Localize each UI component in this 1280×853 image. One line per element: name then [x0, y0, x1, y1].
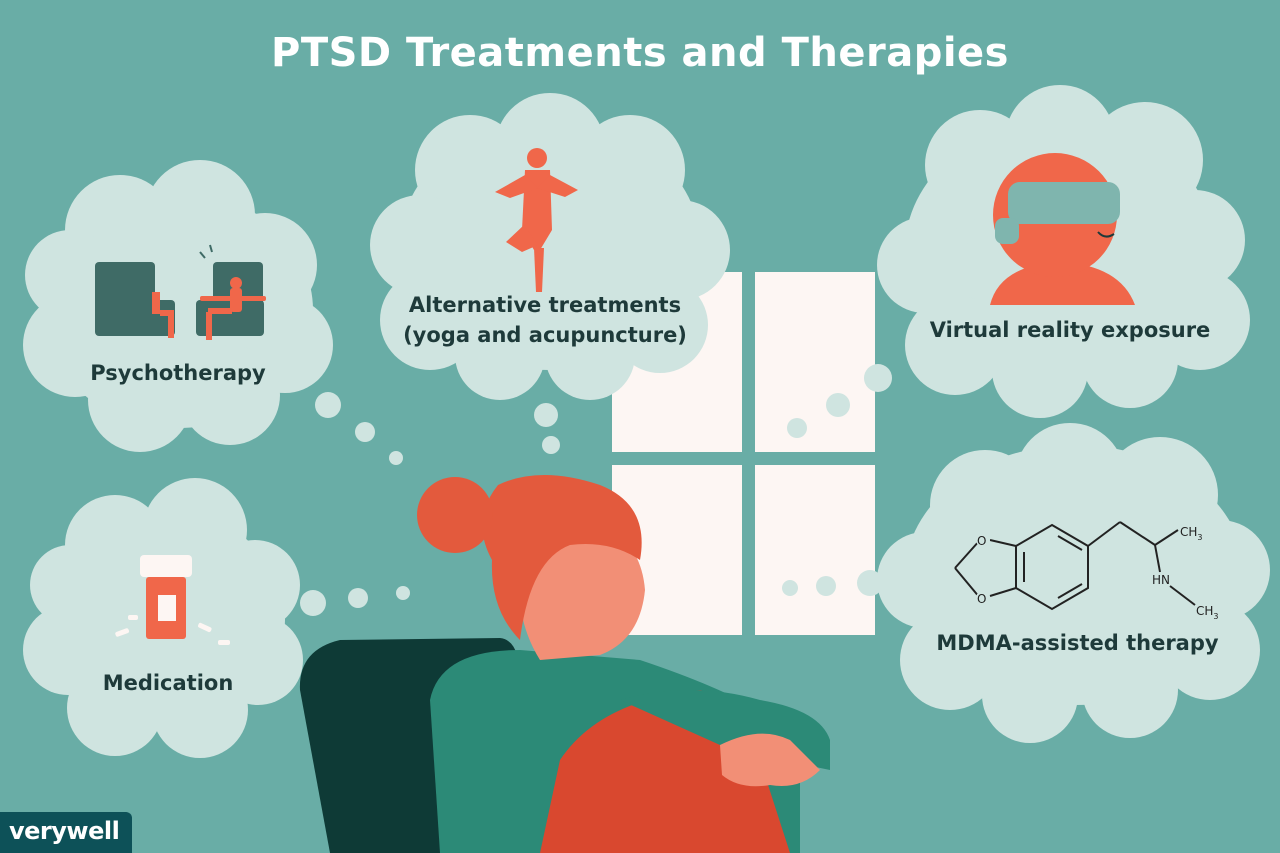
pill-bottle-icon [115, 555, 230, 645]
brand-logo-text: verywell [9, 817, 120, 845]
ch3-bottom-label: CH3 [1196, 604, 1219, 621]
cloud-alternative [370, 93, 730, 400]
psychotherapy-label: Psychotherapy [90, 361, 266, 385]
brand-logo: verywell [0, 812, 132, 853]
cloud-psychotherapy [23, 160, 333, 452]
oxygen-top: O [977, 534, 986, 548]
page-title: PTSD Treatments and Therapies [271, 30, 1009, 76]
virtual-reality-label: Virtual reality exposure [929, 318, 1211, 342]
woman-figure [417, 475, 830, 853]
medication-label: Medication [102, 671, 234, 695]
mdma-molecule-icon [954, 521, 1196, 611]
vr-head-icon [990, 153, 1135, 305]
hn-label: HN [1152, 573, 1170, 587]
mdma-oxygen-gaps [976, 533, 990, 605]
thought-clouds [23, 85, 1270, 758]
alternative-treatments-label-line2: (yoga and acupuncture) [403, 323, 687, 347]
oxygen-bottom: O [977, 592, 986, 606]
alternative-treatments-label-line1: Alternative treatments [408, 293, 682, 317]
yoga-figure-icon [495, 148, 578, 292]
ch3-top-label: CH3 [1180, 525, 1203, 542]
psychotherapy-icon [95, 244, 266, 340]
mdma-therapy-label: MDMA-assisted therapy [936, 631, 1219, 655]
cloud-mdma [877, 423, 1270, 743]
